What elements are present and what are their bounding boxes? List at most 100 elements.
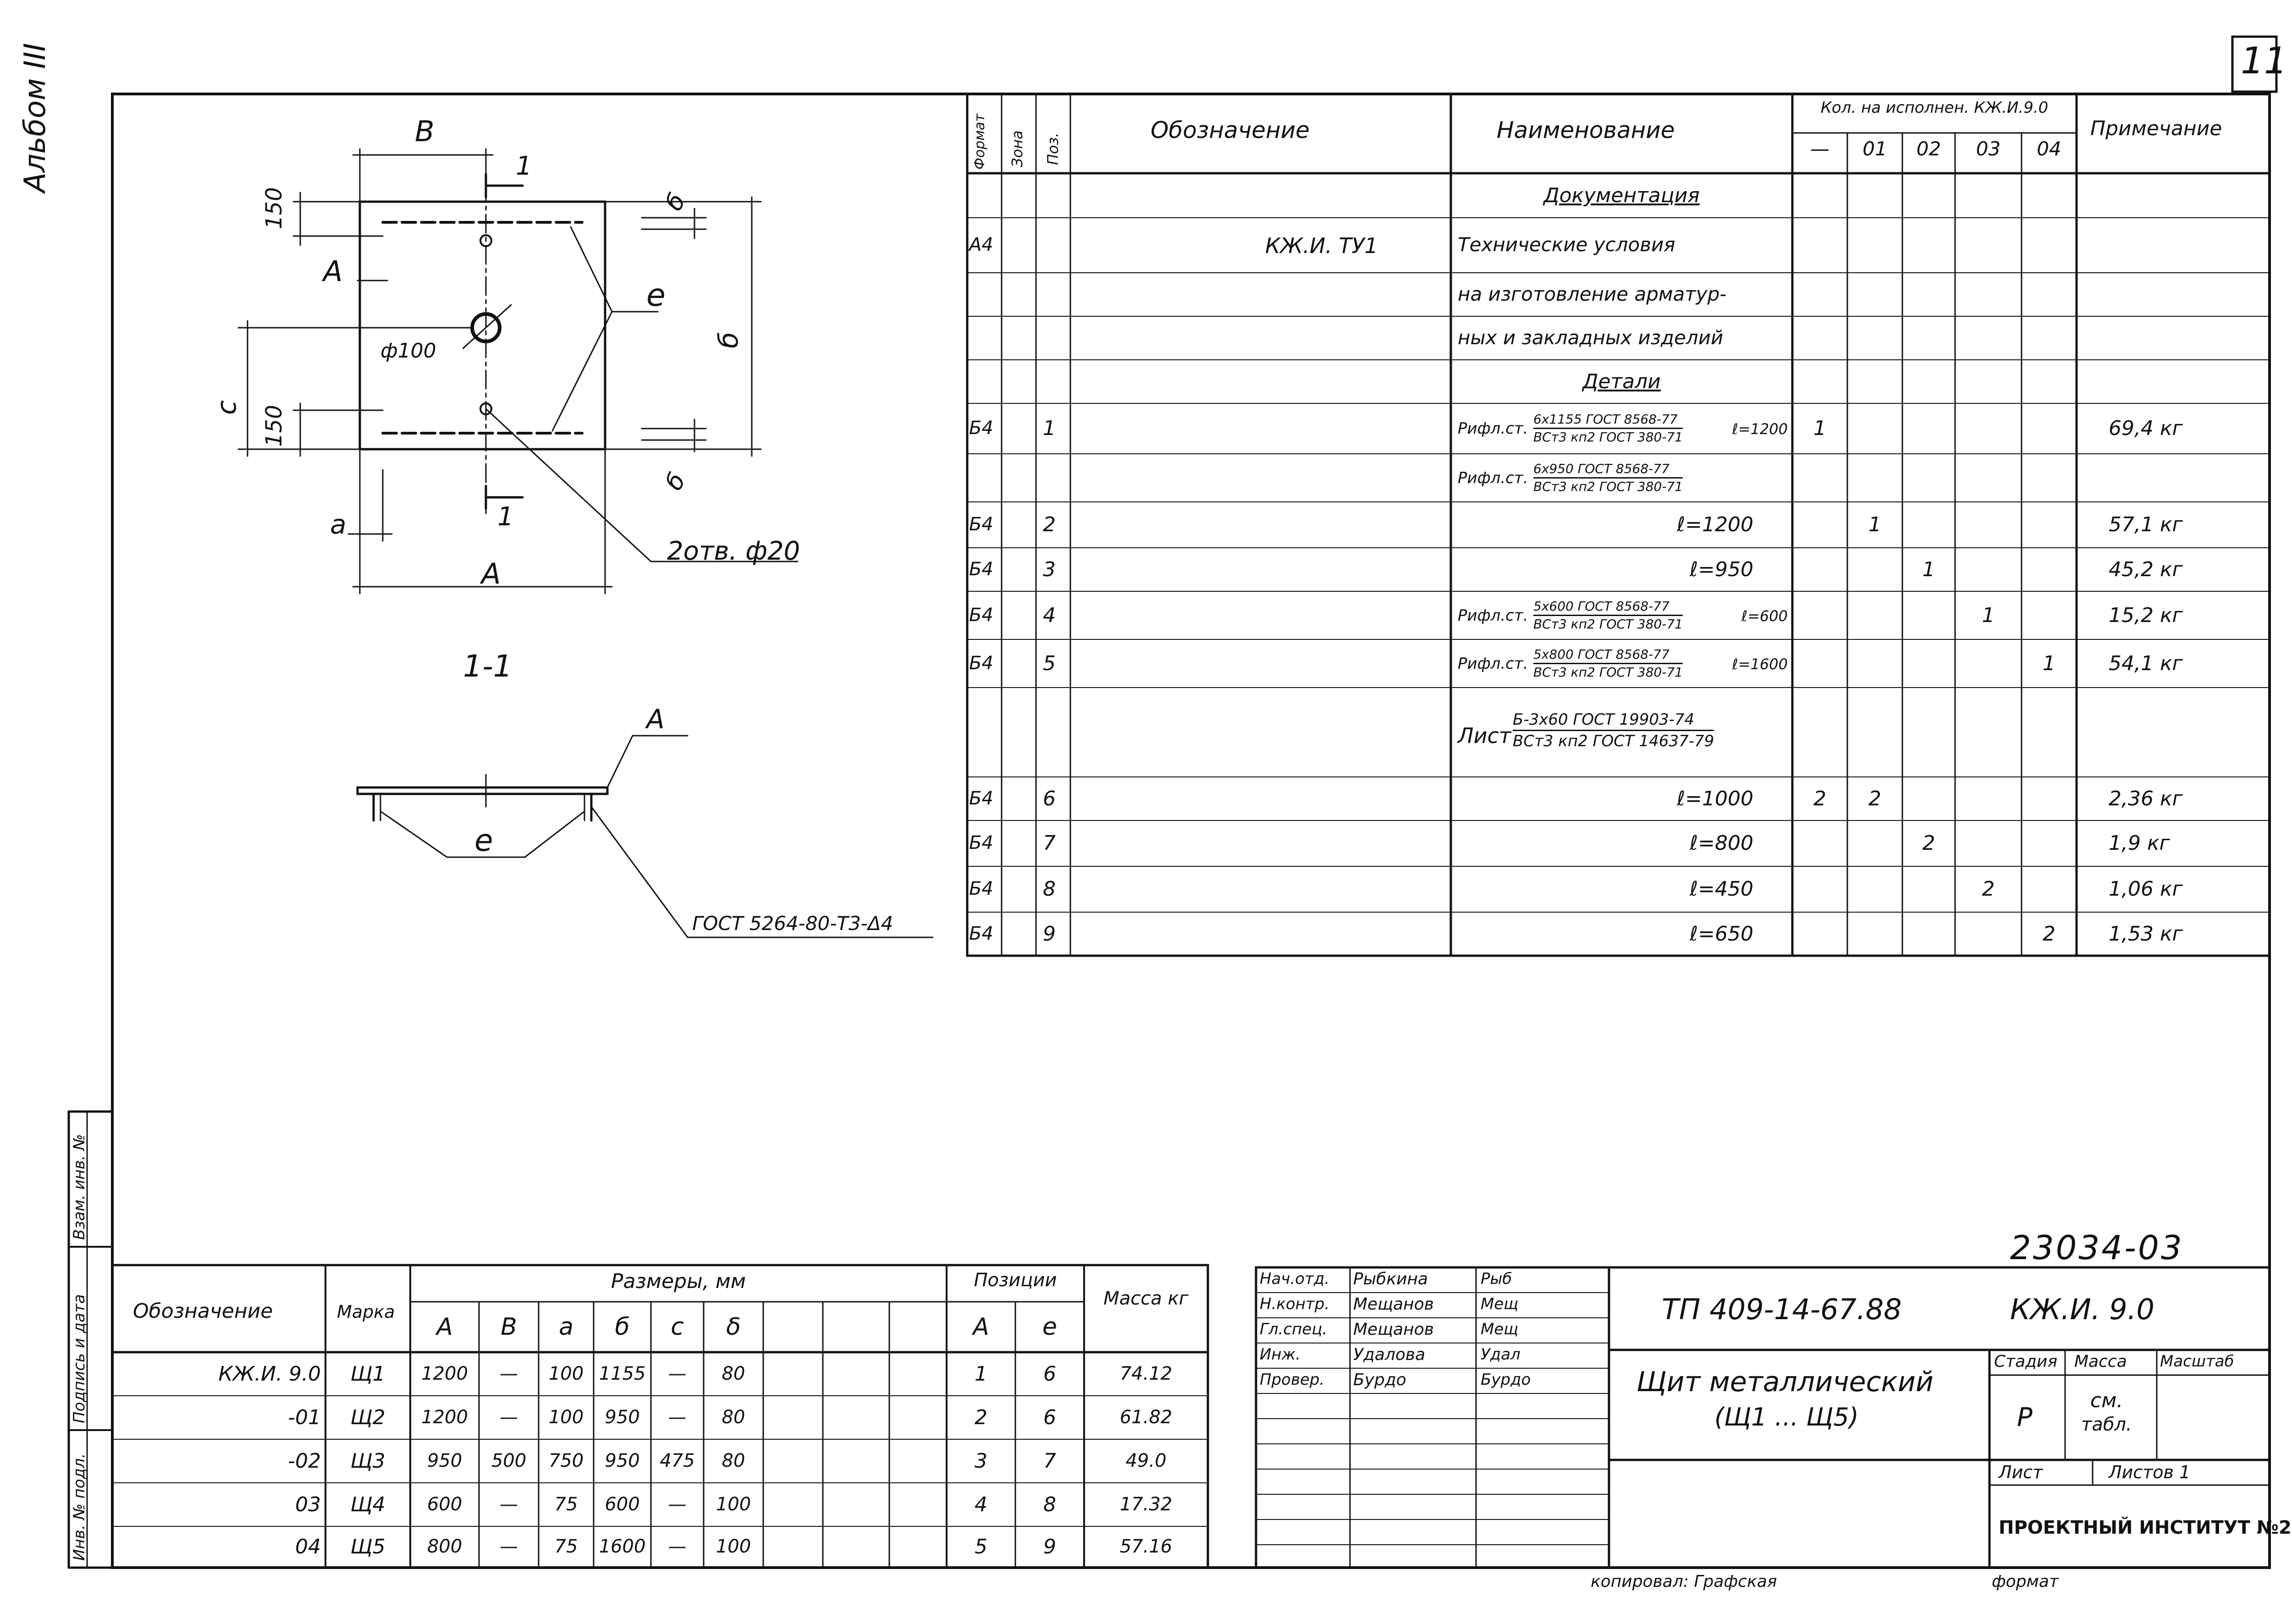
label-A-left: А [323, 254, 343, 288]
stage-header: Стадия [1994, 1352, 2058, 1371]
spec-frac-num: 6х1155 ГОСТ 8568-77 [1533, 411, 1683, 429]
spec-cell-qty: 2 [1813, 787, 1826, 810]
size-cell-pos-A: 2 [975, 1405, 987, 1429]
spec-cell-pos: 2 [1043, 513, 1056, 536]
size-cell-pos-e: 6 [1043, 1362, 1056, 1386]
title-signature: Мещ [1481, 1320, 1519, 1338]
spec-cell-name: Документация [1543, 183, 1700, 207]
title-role: Провер. [1260, 1371, 1325, 1389]
spec-header-format: Формат [972, 114, 988, 170]
spec-header-name: Наименование [1497, 117, 1675, 143]
drawing-code: 23034-03 [2010, 1228, 2184, 1267]
size-cell-designation: -02 [288, 1449, 321, 1473]
size-cell-b: 1155 [599, 1363, 646, 1384]
spec-cell-note: 1,53 кг [2109, 922, 2183, 946]
size-cell-c: 475 [660, 1450, 695, 1471]
size-cell-a: 100 [548, 1406, 584, 1428]
spec-cell-qty: 1 [2043, 651, 2055, 675]
title-signature: Бурдо [1481, 1371, 1531, 1389]
size-cell-a: 750 [548, 1450, 584, 1471]
size-header-mark: Марка [337, 1302, 395, 1322]
spec-cell-format: Б4 [969, 418, 993, 439]
holes-label: 2отв. ф20 [667, 536, 800, 566]
label-a: а [330, 509, 347, 540]
size-col-header: В [501, 1313, 517, 1341]
label-e: е [646, 277, 666, 314]
size-cell-B: — [500, 1493, 518, 1515]
size-cell-a: 100 [548, 1363, 584, 1384]
size-cell-designation: -01 [288, 1405, 321, 1429]
spec-cell-pos: 6 [1043, 787, 1056, 810]
spec-frac-prefix: Рифл.ст. [1458, 468, 1528, 487]
section-mark-top: 1 [516, 151, 532, 181]
hole-bottom [479, 402, 492, 415]
spec-frac-den: ВСт3 кп2 ГОСТ 14637-79 [1513, 732, 1714, 750]
spec-frac-prefix: Рифл.ст. [1458, 654, 1528, 673]
size-cell-B: 500 [491, 1450, 527, 1471]
spec-cell-qty: 2 [1982, 877, 1995, 901]
strip-podpis: Подпись и дата [70, 1294, 88, 1423]
size-cell-pos-e: 8 [1043, 1492, 1056, 1516]
size-cell-A: 800 [427, 1536, 463, 1557]
spec-cell-pos: 3 [1043, 557, 1056, 581]
size-cell-mark: Щ4 [350, 1492, 386, 1516]
copied-by: копировал: Графская [1591, 1572, 1777, 1591]
title-role: Гл.спец. [1260, 1320, 1328, 1338]
spec-frac-den: ВСт3 кп2 ГОСТ 380-71 [1533, 429, 1683, 445]
scale-header: Масштаб [2160, 1352, 2234, 1371]
spec-cell-format: Б4 [969, 604, 993, 626]
size-col-header: с [671, 1313, 684, 1341]
size-cell-mass: 57.16 [1119, 1536, 1173, 1557]
size-col-header: А [436, 1313, 453, 1341]
spec-frac-suffix: ℓ=600 [1741, 607, 1788, 625]
size-cell-mass: 17.32 [1119, 1493, 1173, 1515]
weld-note: ГОСТ 5264-80-Т3-Δ4 [692, 912, 893, 935]
mass-value-1: см. [2090, 1389, 2123, 1412]
size-cell-designation: КЖ.И. 9.0 [218, 1362, 321, 1386]
spec-cell-format: Б4 [969, 558, 993, 580]
size-cell-pos-e: 7 [1043, 1449, 1056, 1473]
spec-frac-suffix: ℓ=1600 [1732, 655, 1788, 673]
spec-cell-note: 1,06 кг [2109, 877, 2183, 901]
size-cell-B: — [500, 1363, 518, 1384]
size-cell-A: 950 [427, 1450, 463, 1471]
spec-cell-name: ℓ=650 [1689, 922, 1753, 946]
size-header-sizes: Размеры, мм [611, 1270, 746, 1293]
size-cell-mass: 61.82 [1119, 1406, 1173, 1428]
label-phi100: ф100 [380, 339, 436, 363]
mass-value-2: табл. [2081, 1414, 2132, 1435]
spec-cell-note: 15,2 кг [2109, 603, 2183, 627]
spec-frac-prefix: Рифл.ст. [1458, 419, 1528, 438]
spec-cell-name: ℓ=1200 [1676, 513, 1753, 536]
size-col-header: б [615, 1313, 630, 1341]
size-cell-a: 75 [554, 1536, 578, 1557]
spec-cell-format: Б4 [969, 652, 993, 674]
spec-frac-num: Б-3х60 ГОСТ 19903-74 [1513, 710, 1714, 731]
spec-cell-note: 45,2 кг [2109, 557, 2183, 581]
size-cell-c: — [668, 1536, 687, 1557]
dim-B: В [415, 115, 435, 148]
spec-cell-name: Технические условия [1458, 233, 1675, 256]
spec-cell-note: 1,9 кг [2109, 831, 2170, 855]
title-role: Н.контр. [1260, 1295, 1330, 1313]
size-header-designation: Обозначение [133, 1299, 273, 1323]
spec-cell-note: 69,4 кг [2109, 417, 2183, 440]
spec-cell-pos: 7 [1043, 831, 1056, 855]
size-cell-b: 1600 [599, 1536, 646, 1557]
title-signature: Удал [1481, 1345, 1521, 1364]
size-cell-b: 600 [605, 1493, 640, 1515]
spec-cell-name: ℓ=450 [1689, 877, 1753, 901]
spec-frac-den: ВСт3 кп2 ГОСТ 380-71 [1533, 479, 1683, 494]
spec-cell-format: А4 [969, 234, 993, 255]
spec-qty-header: 01 [1862, 138, 1887, 160]
spec-row-lines [967, 217, 2270, 913]
spec-cell-format: Б4 [969, 878, 993, 899]
title-role: Нач.отд. [1260, 1270, 1330, 1288]
title-signature: Рыб [1481, 1270, 1512, 1288]
spec-qty-header: — [1810, 138, 1829, 160]
size-cell-b: 950 [605, 1450, 640, 1471]
